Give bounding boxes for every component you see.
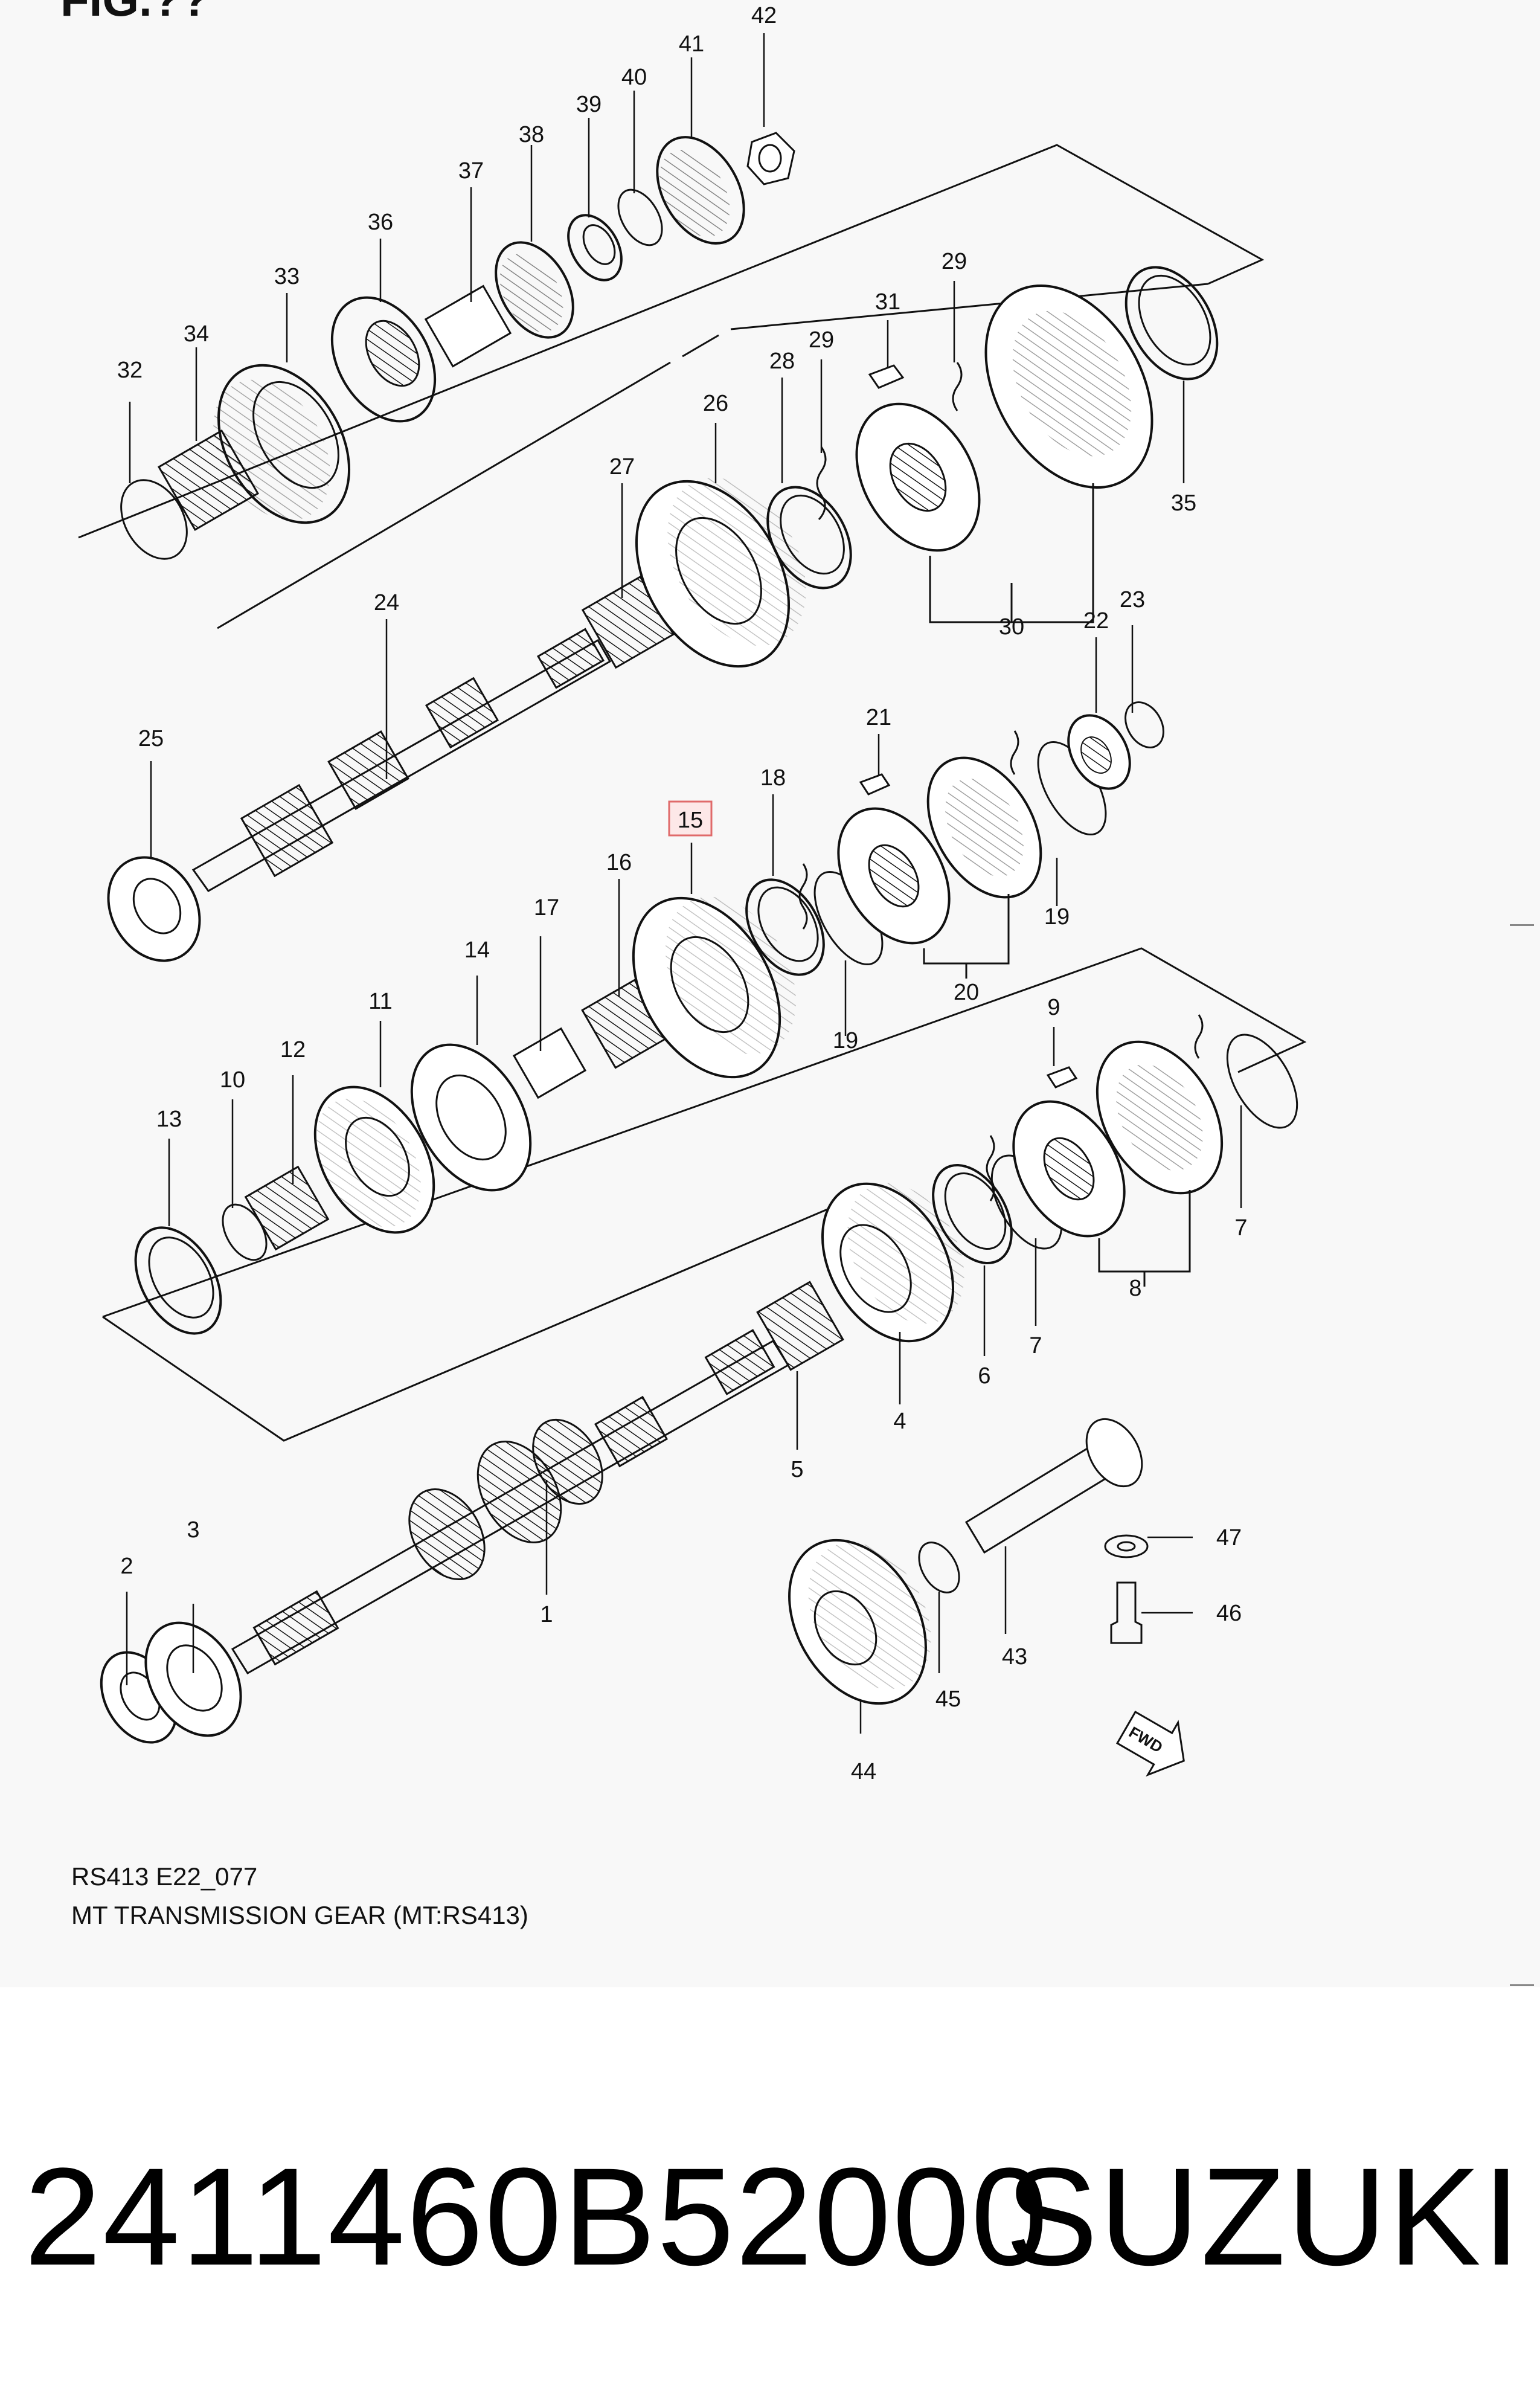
- callout-46: 46: [1216, 1601, 1242, 1626]
- callout-15: 15: [678, 808, 703, 833]
- needle-bearing-12: [244, 1165, 330, 1251]
- gear-41: [656, 136, 745, 245]
- callout-25: 25: [138, 726, 164, 751]
- callout-33: 33: [274, 264, 300, 289]
- callout-9: 9: [1047, 995, 1060, 1020]
- highlight-box-15: [668, 800, 713, 837]
- bearing-3: [144, 1621, 242, 1737]
- callout-38: 38: [519, 122, 544, 147]
- callout-29a: 29: [809, 327, 834, 353]
- gear-38: [495, 241, 574, 339]
- snap-ring-32: [120, 479, 188, 560]
- lower-assembly-outline: [102, 947, 1307, 1318]
- bearing-39: [567, 214, 623, 281]
- bearing-25: [107, 856, 201, 962]
- callout-19b: 19: [1044, 904, 1070, 930]
- callout-21: 21: [866, 705, 891, 730]
- callout-17: 17: [534, 895, 559, 921]
- edge-marker: [1510, 924, 1534, 926]
- callout-27: 27: [609, 454, 635, 480]
- ring-40: [617, 188, 663, 246]
- caption-name: MT TRANSMISSION GEAR (MT:RS413): [71, 1901, 528, 1929]
- synchro-ring-28: [766, 486, 852, 590]
- callout-30: 30: [999, 614, 1024, 640]
- gear-36: [330, 296, 437, 423]
- synchro-ring-35: [1125, 266, 1219, 381]
- washer-45: [918, 1542, 960, 1593]
- synchro-ring-6: [932, 1163, 1013, 1265]
- spring-7b: [1194, 1014, 1204, 1059]
- callout-28: 28: [769, 349, 795, 374]
- diagram-panel: FIG.??: [60, 0, 1534, 1986]
- needle-bearing-5: [756, 1281, 844, 1371]
- callout-2: 2: [120, 1554, 133, 1579]
- spring-29b: [952, 362, 963, 411]
- callout-19a: 19: [833, 1028, 858, 1053]
- callout-22: 22: [1083, 608, 1109, 634]
- part-info-footer: 2411460B52000 SUZUKI: [24, 2138, 1522, 2295]
- leader-lines: [126, 33, 1242, 1734]
- callout-44: 44: [851, 1759, 876, 1784]
- synchro-ring-18: [745, 878, 825, 976]
- callout-5: 5: [791, 1457, 803, 1482]
- caption-code: RS413 E22_077: [71, 1862, 258, 1891]
- callout-6: 6: [978, 1363, 990, 1389]
- callout-10: 10: [220, 1067, 245, 1093]
- spacer-17: [512, 1027, 587, 1099]
- bearing-14: [410, 1043, 532, 1192]
- callout-23: 23: [1120, 587, 1145, 612]
- callout-24: 24: [374, 590, 399, 616]
- edge-marker: [1510, 1984, 1534, 1986]
- callout-1: 1: [540, 1602, 553, 1627]
- callout-4: 4: [893, 1409, 906, 1434]
- callout-12: 12: [280, 1037, 306, 1063]
- spring-19b: [1010, 730, 1019, 775]
- washer-47: [1104, 1534, 1149, 1558]
- callout-18: 18: [760, 765, 786, 791]
- callout-47: 47: [1216, 1525, 1242, 1551]
- callout-3: 3: [187, 1517, 199, 1543]
- spacer-37: [424, 285, 512, 368]
- callout-16: 16: [606, 850, 632, 875]
- callout-32: 32: [117, 358, 143, 383]
- figure-title: FIG.??: [60, 0, 210, 23]
- callout-31: 31: [875, 289, 900, 315]
- spring-29a: [816, 446, 827, 521]
- synchro-ring-13: [134, 1226, 222, 1335]
- part-number: 2411460B52000: [24, 2139, 1050, 2294]
- callout-14: 14: [464, 937, 490, 963]
- key-21: [859, 773, 891, 796]
- callout-labels: 1 2 3 4 5 6 7 7 8 9 10 11 12 13 14 15 16…: [117, 3, 1248, 1784]
- callout-13: 13: [156, 1107, 182, 1132]
- callout-7b: 7: [1234, 1215, 1247, 1241]
- spring-7a: [986, 1135, 995, 1201]
- callout-37: 37: [458, 158, 484, 184]
- callout-40: 40: [621, 65, 647, 90]
- callout-29b: 29: [942, 249, 967, 274]
- brand-name: SUZUKI: [1005, 2139, 1522, 2294]
- callout-26: 26: [703, 391, 728, 416]
- callout-34: 34: [184, 321, 209, 347]
- callout-7a: 7: [1029, 1333, 1042, 1358]
- callout-20: 20: [954, 980, 979, 1005]
- key-9: [1046, 1066, 1078, 1088]
- upper-assembly-outline: [78, 144, 1265, 539]
- figure-caption: RS413 E22_077 MT TRANSMISSION GEAR (MT:R…: [71, 1857, 528, 1935]
- spring-19a: [798, 863, 808, 930]
- callout-11: 11: [368, 989, 392, 1014]
- callout-36: 36: [368, 210, 393, 235]
- callout-43: 43: [1002, 1644, 1027, 1670]
- lower-assembly-outline-2: [102, 1198, 852, 1442]
- key-31: [868, 364, 905, 389]
- bolt-46: [1110, 1581, 1143, 1644]
- callout-39: 39: [576, 92, 602, 117]
- callout-35: 35: [1171, 490, 1196, 516]
- callout-42: 42: [751, 3, 777, 28]
- nut-42: [746, 132, 795, 185]
- fwd-arrow-icon: FWD: [1115, 1710, 1185, 1777]
- callout-45: 45: [935, 1686, 961, 1712]
- callout-41: 41: [679, 31, 704, 57]
- callout-8: 8: [1129, 1276, 1141, 1301]
- exploded-parts-diagram: FWD: [78, 3, 1307, 1784]
